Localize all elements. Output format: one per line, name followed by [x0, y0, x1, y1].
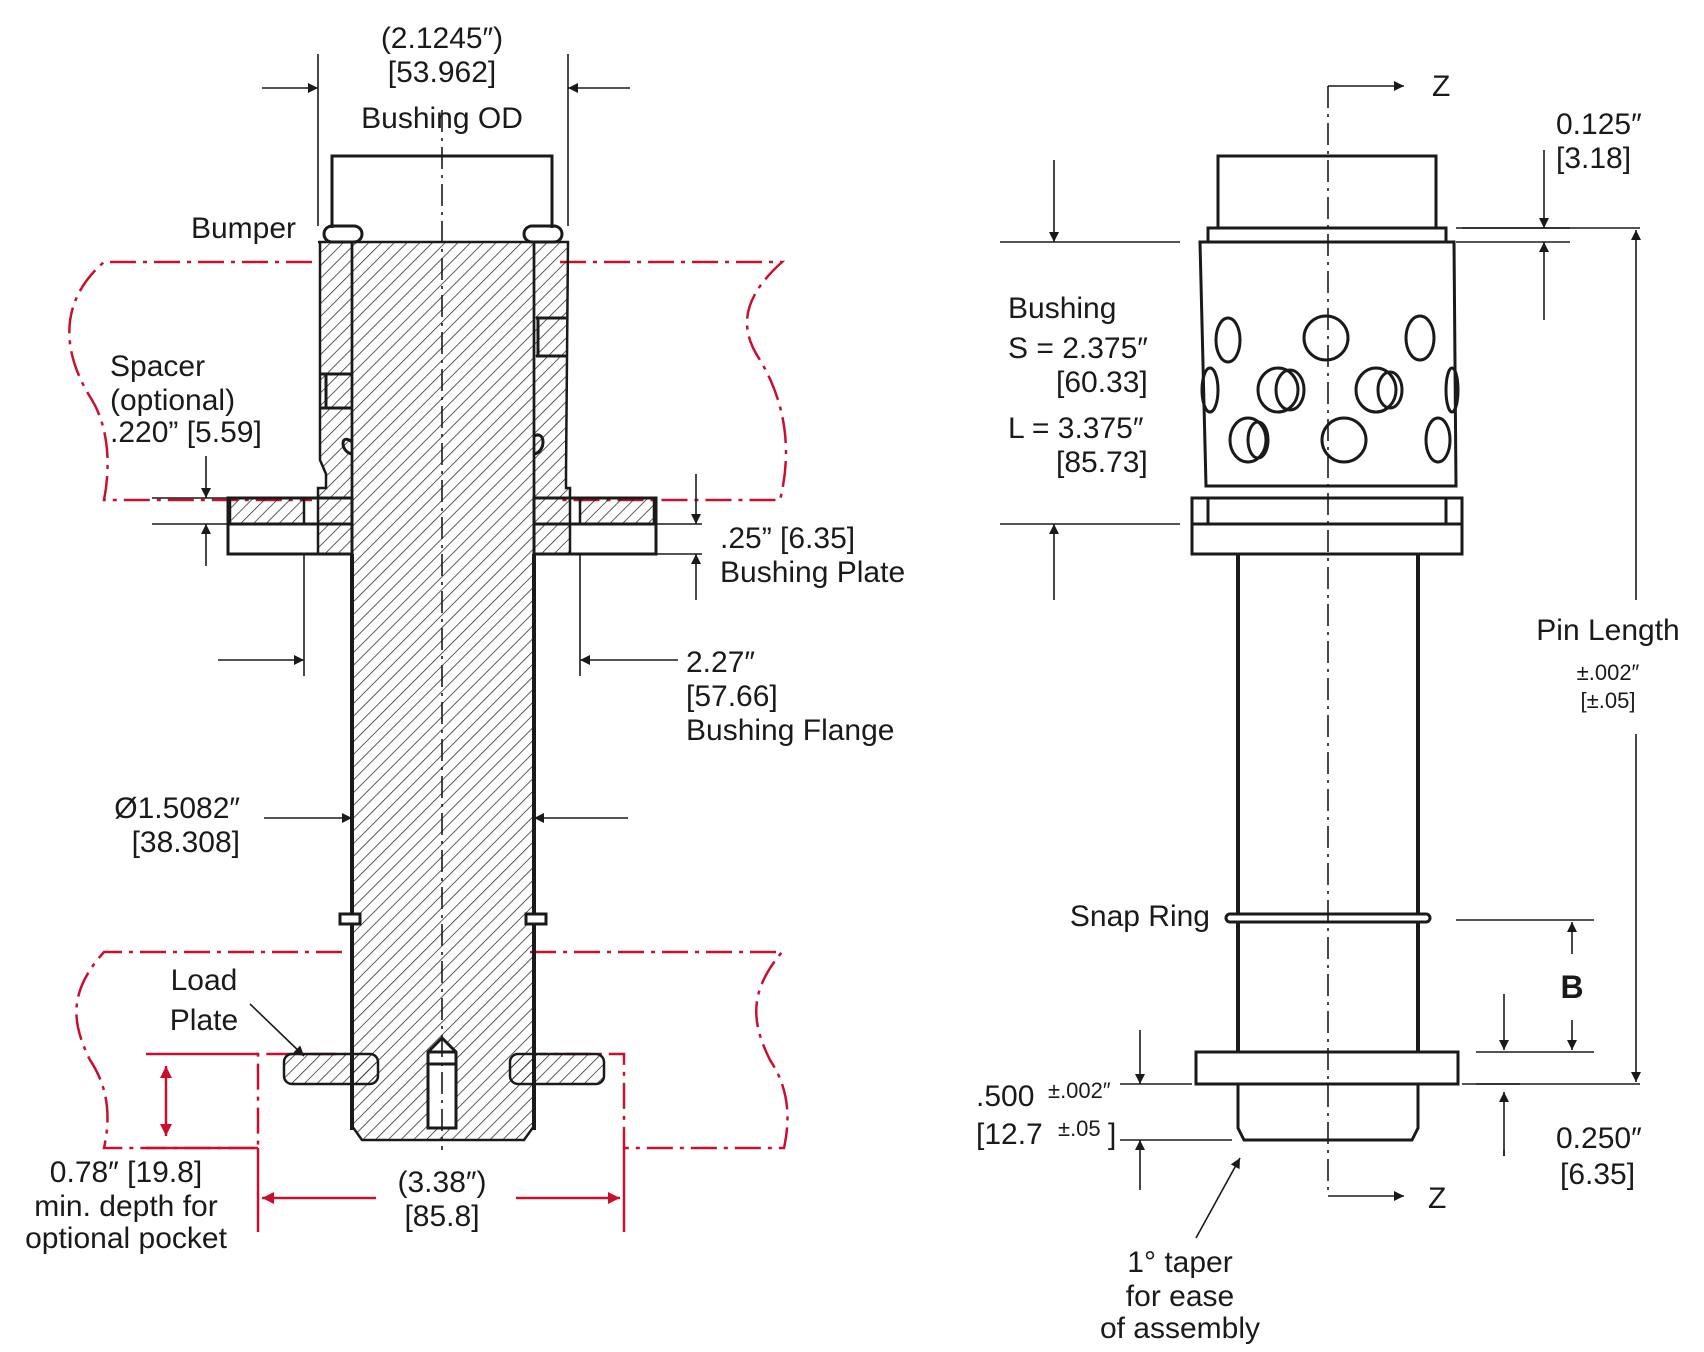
spacer-right	[578, 496, 656, 526]
bumper-left	[322, 224, 364, 244]
plate-thickness: .25” [6.35]	[720, 522, 855, 555]
pin-diameter-mm: [38.308]	[132, 826, 240, 859]
top-offset-mm: [3.18]	[1556, 142, 1631, 175]
load-plate-outline-right	[530, 950, 789, 1150]
spacer-optional: (optional)	[110, 384, 235, 417]
spacer-left	[228, 496, 306, 526]
snap-ring-label: Snap Ring	[1070, 900, 1210, 933]
bottom-offset-inch: 0.250″	[1556, 1122, 1642, 1155]
bushing-s-size: S = 2.375″	[1008, 332, 1148, 365]
bushing-plate-outline-right	[560, 260, 788, 502]
bushing-od-inch: (2.1245″)	[381, 22, 503, 55]
spacer-thickness: .220” [5.59]	[110, 416, 262, 449]
width-inch: (3.38″)	[398, 1166, 487, 1199]
head-thickness-close: ]	[1108, 1118, 1116, 1151]
bottom-offset-mm: [6.35]	[1560, 1158, 1635, 1191]
taper-note-1: 1° taper	[1127, 1246, 1232, 1279]
pin-head	[1194, 1050, 1460, 1086]
bushing-s-mm: [60.33]	[1056, 366, 1148, 399]
bumper-right	[522, 224, 564, 244]
pocket-optional: optional pocket	[25, 1222, 227, 1255]
pin-body	[350, 240, 536, 1142]
section-view: (2.1245″) [53.962] Bushing OD Bumper Spa…	[25, 22, 905, 1255]
bushing-label: Bushing	[1008, 292, 1116, 325]
load-plate-right	[508, 1052, 606, 1086]
load-plate-label-1: Load	[171, 964, 238, 997]
pin-length-tolerance: ±.002″	[1577, 660, 1640, 685]
load-plate-label-2: Plate	[170, 1004, 238, 1037]
bumper-label: Bumper	[191, 212, 296, 245]
bushing-flange-label: Bushing Flange	[686, 714, 894, 747]
dimension-b: B	[1560, 969, 1583, 1005]
pin-length-tolerance-mm: [±.05]	[1581, 688, 1636, 713]
load-plate-outline-left	[75, 950, 346, 1150]
spacer-label: Spacer	[110, 350, 205, 383]
load-plate-left	[282, 1052, 380, 1086]
bushing-wall-right	[532, 240, 572, 556]
snap-ring-section-right	[524, 912, 548, 926]
bushing-top-ring	[1206, 226, 1448, 244]
bushing-l-size: L = 3.375″	[1008, 412, 1144, 445]
taper-note-2: for ease	[1126, 1280, 1234, 1313]
bushing-balls	[1200, 314, 1460, 464]
head-thickness-mm: [12.7	[976, 1118, 1043, 1151]
section-marker-top: Z	[1432, 70, 1450, 103]
top-offset-inch: 0.125″	[1556, 108, 1642, 141]
bushing-plate-outline-left	[68, 260, 312, 502]
pocket-min-depth: min. depth for	[34, 1190, 217, 1223]
head-thickness-tolerance-mm: ±.05	[1058, 1116, 1101, 1141]
bushing-l-mm: [85.73]	[1056, 446, 1148, 479]
bushing-od-mm: [53.962]	[388, 56, 496, 89]
taper-note-3: of assembly	[1100, 1312, 1260, 1345]
pocket-depth: 0.78″ [19.8]	[50, 1156, 202, 1189]
bushing-flange-exterior	[1190, 496, 1464, 556]
bushing-od-label: Bushing OD	[361, 102, 523, 135]
head-thickness-inch: .500	[976, 1080, 1034, 1113]
pin-length-label: Pin Length	[1536, 614, 1679, 647]
exterior-view: Z Z 0.125″ [3.18] Bushing S = 2.375″ [60…	[976, 70, 1680, 1345]
width-mm: [85.8]	[404, 1200, 479, 1233]
flange-mm: [57.66]	[686, 680, 778, 713]
section-marker-bottom: Z	[1428, 1182, 1446, 1215]
bushing-plate-label: Bushing Plate	[720, 556, 905, 589]
snap-ring-section	[338, 912, 362, 926]
bushing-wall-left	[316, 240, 354, 556]
head-thickness-tolerance: ±.002″	[1048, 1078, 1111, 1103]
pin-diameter-inch: Ø1.5082″	[114, 792, 240, 825]
pin-top-cap	[1216, 154, 1438, 230]
flange-inch: 2.27″	[686, 646, 755, 679]
